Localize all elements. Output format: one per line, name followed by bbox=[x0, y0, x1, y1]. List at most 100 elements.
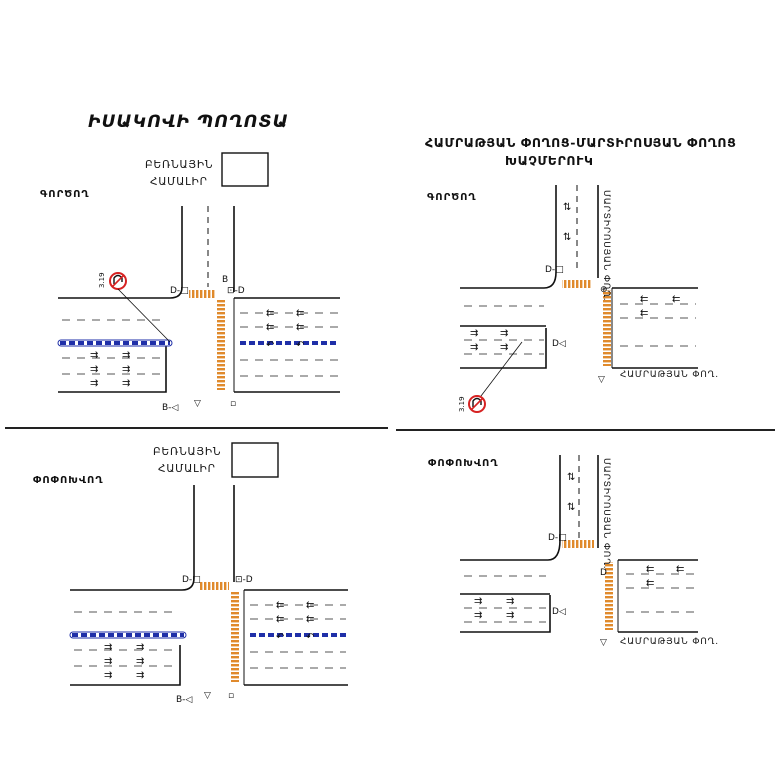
svg-text:D-□: D-□ bbox=[545, 265, 564, 275]
svg-text:⇇: ⇇ bbox=[646, 578, 654, 589]
svg-text:⇉: ⇉ bbox=[136, 656, 144, 667]
svg-text:⇅: ⇅ bbox=[563, 232, 571, 243]
crosswalk-vertical bbox=[231, 592, 239, 682]
svg-text:⇉: ⇉ bbox=[122, 364, 130, 375]
crosswalk-horizontal bbox=[189, 290, 215, 298]
svg-text:D-□: D-□ bbox=[548, 533, 567, 543]
svg-text:▽: ▽ bbox=[600, 638, 607, 648]
svg-text:↶: ↶ bbox=[306, 632, 314, 643]
panel-title-line2: ԽԱՉՄԵՐՈՒԿ bbox=[505, 153, 594, 168]
lane-arrows: ⇅⇅ ⇇⇇ ⇇ ⇉⇉ ⇉⇉ bbox=[470, 202, 680, 353]
svg-text:B-◁: B-◁ bbox=[162, 403, 178, 413]
svg-text:⇉: ⇉ bbox=[136, 670, 144, 681]
traffic-signals: D-□ D D◁ ▽ bbox=[548, 533, 607, 648]
svg-text:↶: ↶ bbox=[296, 340, 304, 351]
panel-isakov-variable: ԲԵՌՆԱՅԻՆ ՀԱՄԱԼԻՐ ՓՈՓՈԽՎՈՂ D-□ bbox=[33, 442, 348, 705]
svg-text:⇉: ⇉ bbox=[90, 350, 98, 361]
svg-text:⇇: ⇇ bbox=[296, 308, 304, 319]
svg-text:D-□: D-□ bbox=[182, 575, 201, 585]
svg-text:⇉: ⇉ bbox=[470, 342, 478, 353]
svg-text:⇉: ⇉ bbox=[104, 642, 112, 653]
svg-text:⇇: ⇇ bbox=[672, 294, 680, 305]
lane-markings bbox=[62, 312, 338, 377]
svg-text:D-□: D-□ bbox=[170, 286, 189, 296]
svg-text:⇉: ⇉ bbox=[474, 596, 482, 607]
svg-text:▽: ▽ bbox=[194, 399, 201, 409]
svg-text:D◁: D◁ bbox=[552, 607, 566, 617]
svg-text:⇇: ⇇ bbox=[266, 322, 274, 333]
crosswalk-vertical bbox=[605, 562, 613, 630]
bus-stop-box bbox=[221, 152, 269, 187]
svg-text:⇉: ⇉ bbox=[122, 350, 130, 361]
svg-text:⇉: ⇉ bbox=[500, 342, 508, 353]
sign-code: 3.19 bbox=[98, 272, 106, 288]
crosswalk-vertical bbox=[217, 300, 225, 390]
no-u-turn-sign bbox=[468, 341, 523, 413]
svg-text:⇇: ⇇ bbox=[676, 564, 684, 575]
svg-text:⊡-D: ⊡-D bbox=[227, 286, 245, 296]
road-outline bbox=[460, 185, 698, 369]
panel-title: ԻՍԱԿՈՎԻ ՊՈՂՈՏԱ bbox=[88, 112, 289, 132]
no-u-turn-sign bbox=[109, 272, 171, 343]
svg-text:D: D bbox=[600, 568, 607, 578]
crosswalk-horizontal bbox=[562, 280, 592, 288]
svg-text:⊡-D: ⊡-D bbox=[235, 575, 253, 585]
panel-isakov-active: ԻՍԱԿՈՎԻ ՊՈՂՈՏԱ ԲԵՌՆԱՅԻՆ ՀԱՄԱԼԻՐ ԳՈՐԾՈՂ bbox=[40, 112, 340, 413]
sign-code: 3.19 bbox=[458, 396, 466, 412]
svg-text:⇉: ⇉ bbox=[506, 610, 514, 621]
svg-text:⇇: ⇇ bbox=[296, 322, 304, 333]
svg-text:↶: ↶ bbox=[266, 340, 274, 351]
svg-text:⇇: ⇇ bbox=[306, 600, 314, 611]
bus-stop-label-line1: ԲԵՌՆԱՅԻՆ bbox=[153, 446, 221, 458]
svg-text:⇉: ⇉ bbox=[474, 610, 482, 621]
svg-text:↶: ↶ bbox=[276, 632, 284, 643]
bus-stop-label-line2: ՀԱՄԱԼԻՐ bbox=[150, 176, 208, 188]
svg-text:⇇: ⇇ bbox=[646, 564, 654, 575]
crosswalk-horizontal bbox=[199, 582, 229, 590]
svg-text:B-◁: B-◁ bbox=[176, 695, 192, 705]
lane-arrows: ⇅⇅ ⇇⇇ ⇇ ⇉⇉ ⇉⇉ bbox=[474, 472, 684, 621]
svg-text:⇉: ⇉ bbox=[470, 328, 478, 339]
svg-text:⇇: ⇇ bbox=[640, 308, 648, 319]
side-street-label: ՄԱՐՏԻՐՈՍՅԱՆ ՓՈՂ. bbox=[601, 458, 611, 569]
svg-text:▽: ▽ bbox=[598, 375, 605, 385]
svg-text:⇉: ⇉ bbox=[500, 328, 508, 339]
bottom-street-label: ՀԱՄՐԱԹՅԱՆ ՓՈՂ. bbox=[620, 370, 719, 380]
traffic-signals: D-□ ⊕ D◁ ▽ bbox=[545, 265, 608, 385]
traffic-signals: D-□ B ⊡-D B-◁ ▽ ▫ bbox=[162, 275, 245, 413]
road-outline bbox=[70, 485, 348, 686]
svg-text:⇇: ⇇ bbox=[276, 614, 284, 625]
svg-text:⇉: ⇉ bbox=[104, 656, 112, 667]
svg-text:⇉: ⇉ bbox=[506, 596, 514, 607]
svg-text:⇉: ⇉ bbox=[104, 670, 112, 681]
svg-text:▫: ▫ bbox=[228, 691, 234, 701]
phase-label: ԳՈՐԾՈՂ bbox=[427, 192, 477, 203]
side-street-label: ՄԱՐՏԻՐՈՍՅԱՆ ՓՈՂ. bbox=[601, 190, 611, 301]
svg-text:D◁: D◁ bbox=[552, 339, 566, 349]
bus-stop-box bbox=[231, 442, 279, 478]
svg-text:⇅: ⇅ bbox=[563, 202, 571, 213]
lane-markings bbox=[464, 303, 696, 355]
svg-text:▫: ▫ bbox=[230, 399, 236, 409]
svg-text:⇅: ⇅ bbox=[567, 472, 575, 483]
svg-text:⇉: ⇉ bbox=[122, 378, 130, 389]
panel-title-line1: ՀԱՄՐԱԹՅԱՆ ՓՈՂՈՑ-ՄԱՐՏԻՐՈՍՅԱՆ ՓՈՂՈՑ bbox=[425, 135, 736, 150]
lane-arrows-left: ⇉ ⇉ ⇉ ⇉ ⇉ ⇉ bbox=[90, 350, 130, 389]
svg-text:▽: ▽ bbox=[204, 691, 211, 701]
road-outline bbox=[58, 206, 340, 393]
road-outline bbox=[460, 455, 698, 633]
panel-hamratyan-active: ՀԱՄՐԱԹՅԱՆ ՓՈՂՈՑ-ՄԱՐՏԻՐՈՍՅԱՆ ՓՈՂՈՑ ԽԱՉՄԵՐ… bbox=[425, 135, 736, 413]
phase-label: ԳՈՐԾՈՂ bbox=[40, 189, 90, 200]
svg-text:⇉: ⇉ bbox=[90, 378, 98, 389]
crosswalk-horizontal bbox=[562, 540, 594, 548]
lane-arrows: ⇇⇇ ⇇⇇ ↶↶ ⇉⇉ ⇉⇉ ⇉⇉ bbox=[104, 600, 314, 681]
svg-text:⊕: ⊕ bbox=[600, 285, 608, 295]
lane-markings bbox=[464, 573, 696, 623]
lane-markings bbox=[74, 604, 346, 669]
svg-text:⇉: ⇉ bbox=[136, 642, 144, 653]
svg-text:⇉: ⇉ bbox=[90, 364, 98, 375]
lane-arrows-right: ⇇ ⇇ ⇇ ⇇ ↶ ↶ bbox=[266, 308, 304, 351]
svg-text:⇇: ⇇ bbox=[266, 308, 274, 319]
svg-text:⇇: ⇇ bbox=[306, 614, 314, 625]
